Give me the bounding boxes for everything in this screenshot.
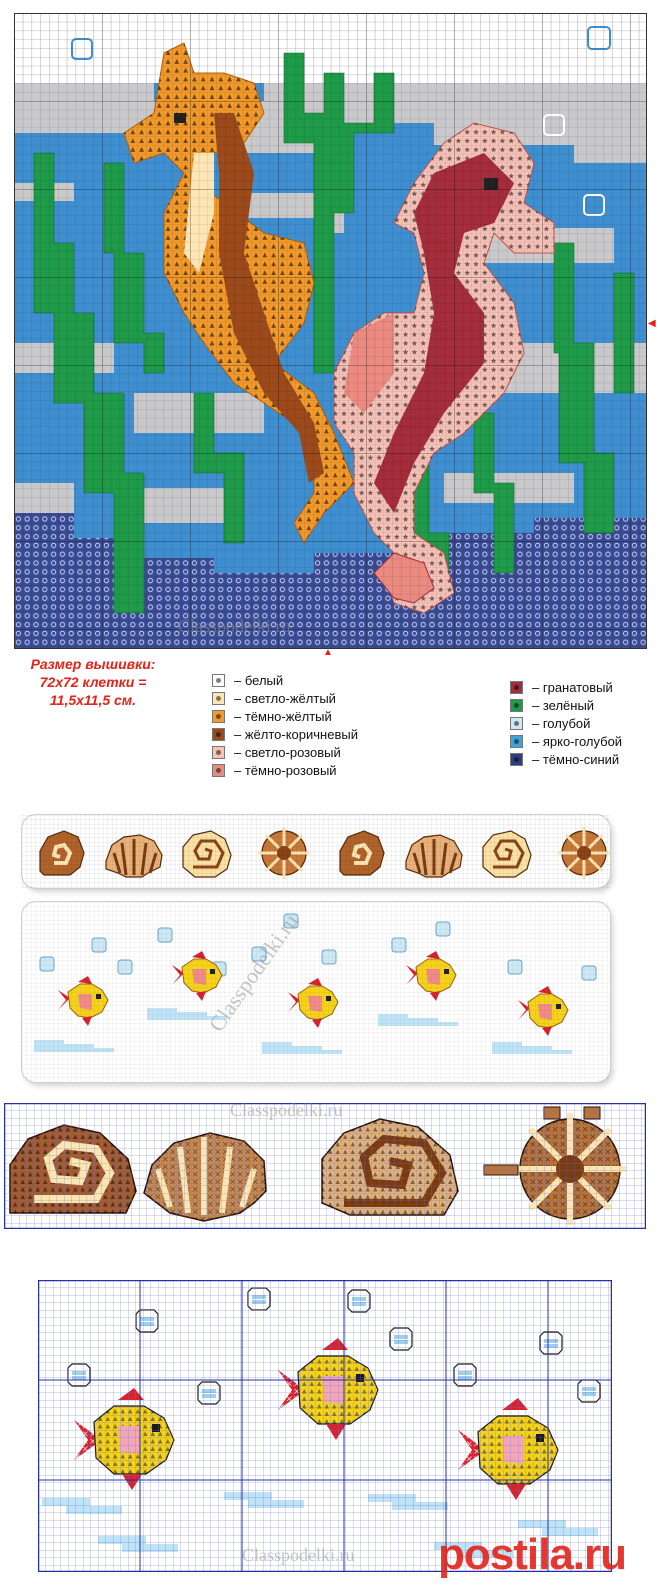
legend-item: – ярко-голубой <box>510 733 655 751</box>
legend-item: – тёмно-синий <box>510 751 655 769</box>
embroidery-size-note: Размер вышивки: 72х72 клетки = 11,5х11,5… <box>8 655 178 709</box>
light-blue-swatch <box>510 717 523 730</box>
green-swatch <box>510 699 523 712</box>
light-pink-swatch <box>212 746 225 759</box>
fish-border-preview <box>22 902 610 1082</box>
fish-grid-chart <box>38 1280 612 1572</box>
shells-border-preview <box>22 815 610 888</box>
fish-grid-watermark: Classpodelki.ru <box>242 1545 355 1565</box>
legend-item: – голубой <box>510 715 655 733</box>
legend-item: – жёлто-коричневый <box>212 726 422 744</box>
legend-item: – светло-розовый <box>212 744 422 762</box>
garnet-swatch <box>510 681 523 694</box>
postila-logo: postila.ru <box>438 1530 627 1579</box>
legend-right: – гранатовый – зелёный – голубой – ярко-… <box>510 679 655 769</box>
legend-item: – тёмно-розовый <box>212 762 422 780</box>
size-note-line2: 72х72 клетки = <box>39 674 147 690</box>
dark-yellow-swatch <box>212 710 225 723</box>
legend-left: – белый – светло-жёлтый – тёмно-жёлтый –… <box>212 672 422 780</box>
size-note-line3: 11,5х11,5 см. <box>49 692 137 708</box>
shells-grid-watermark: Classpodelki.ru <box>230 1100 343 1120</box>
dark-blue-swatch <box>510 753 523 766</box>
yellow-brown-swatch <box>212 728 225 741</box>
side-marker-icon: ◀ <box>648 318 656 329</box>
size-note-line1: Размер вышивки: <box>30 656 156 672</box>
legend-item: – белый <box>212 672 422 690</box>
dark-pink-swatch <box>212 764 225 777</box>
legend-item: – зелёный <box>510 697 655 715</box>
shells-grid-chart <box>4 1103 646 1229</box>
legend-item: – тёмно-жёлтый <box>212 708 422 726</box>
white-swatch <box>212 674 225 687</box>
light-yellow-swatch <box>212 692 225 705</box>
center-marker-icon: ▲ <box>323 647 333 658</box>
bright-blue-swatch <box>510 735 523 748</box>
legend-item: – светло-жёлтый <box>212 690 422 708</box>
main-watermark: Classpodelki.ru <box>178 616 291 636</box>
seahorse-chart <box>14 13 647 649</box>
legend-item: – гранатовый <box>510 679 655 697</box>
